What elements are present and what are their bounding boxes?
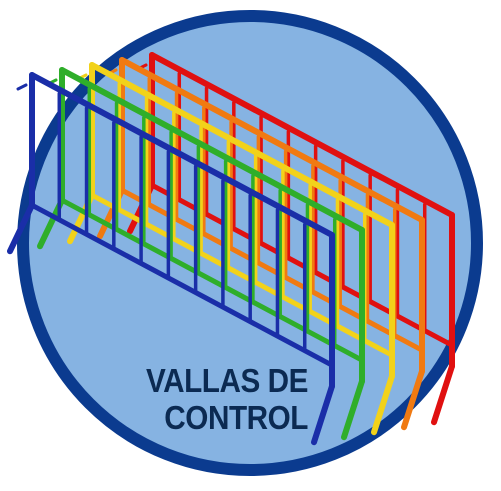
barrier-right-foot	[341, 378, 365, 441]
barrier-top-rail	[119, 57, 425, 223]
barrier-left-foot	[7, 202, 35, 255]
caption: VALLAS DE CONTROL	[137, 362, 309, 436]
barrier-right-foot	[401, 368, 425, 431]
barrier-top-rail	[149, 52, 455, 218]
barrier-blue	[7, 72, 335, 446]
barrier-hook	[16, 83, 28, 91]
barrier-top-rail	[59, 67, 365, 233]
barrier-top-rail	[29, 72, 335, 238]
barrier-bottom-rail	[59, 197, 365, 363]
barrier-right-foot	[371, 373, 395, 436]
caption-line-2: CONTROL	[164, 399, 308, 436]
barrier-right-foot	[311, 383, 335, 446]
barrier-bottom-rail	[29, 202, 335, 368]
barrier-right-foot	[431, 363, 455, 426]
crowd-barriers-illustration	[7, 52, 455, 446]
barrier-top-rail	[89, 62, 395, 228]
caption-line-1: VALLAS DE	[145, 362, 309, 399]
